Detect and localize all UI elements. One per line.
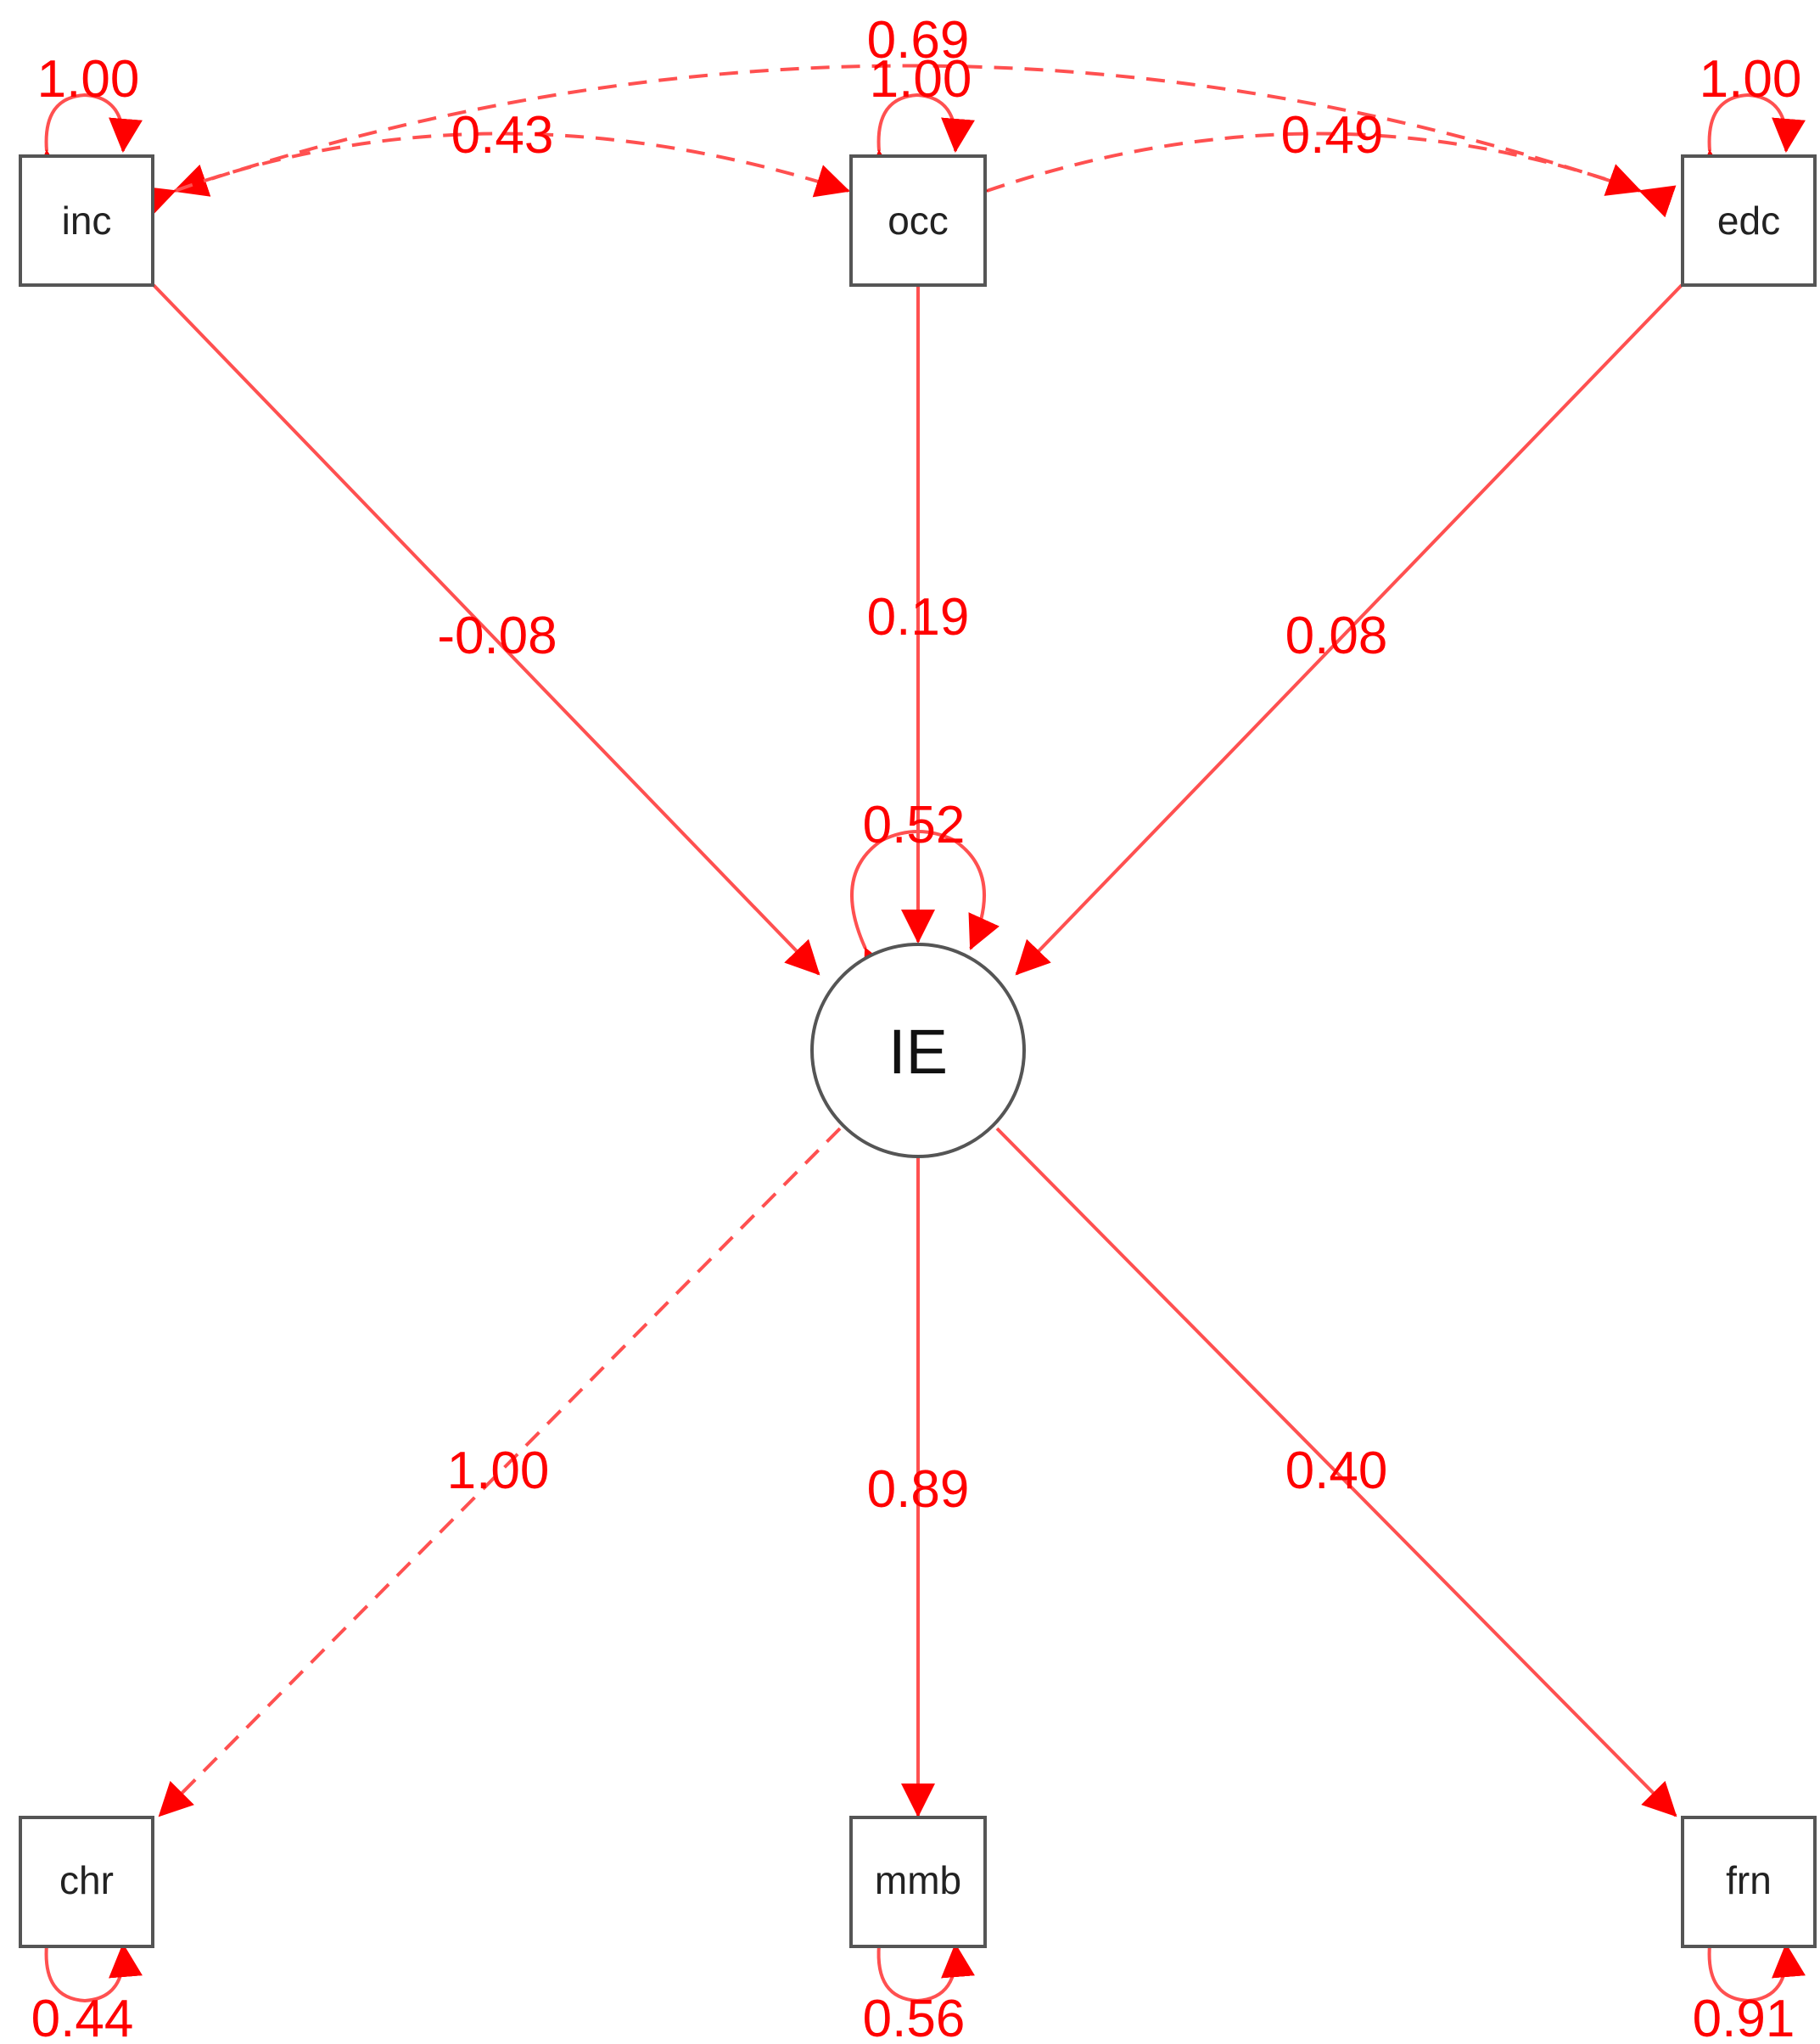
node-label-chr: chr [59,1858,114,1902]
nodes-layer: inc occ edc IE chr mmb frn [19,154,1817,1948]
variance-loop-frn [1695,1911,1806,2003]
node-IE[interactable]: IE [810,943,1026,1158]
node-label-mmb: mmb [875,1858,961,1902]
variance-loop-IE [850,830,1000,985]
node-label-occ: occ [888,199,949,243]
edge-inc-edc [173,64,1677,218]
variance-loop-edc [1695,92,1806,185]
variance-label-edc: 1.00 [1700,50,1802,109]
node-edc[interactable]: edc [1681,154,1817,287]
edge-label-edc-IE: 0.08 [1285,607,1388,665]
node-label-edc: edc [1717,199,1780,243]
edges-layer [32,64,1806,2003]
variance-label-mmb: 0.56 [863,1990,966,2044]
variance-label-IE: 0.52 [863,796,966,854]
edge-occ-edc [950,132,1642,218]
labels-layer: 0.69 0.43 0.49 1.00 1.00 1.00 -0.08 0.19… [31,11,1802,2044]
node-inc[interactable]: inc [19,154,154,287]
edge-label-IE-chr: 1.00 [447,1442,550,1500]
edge-inc-occ [138,132,850,218]
edge-label-inc-occ: 0.43 [451,106,554,165]
edge-label-inc-edc: 0.69 [867,11,970,70]
edge-inc-IE [152,283,820,976]
edge-label-inc-IE: -0.08 [437,607,557,665]
variance-label-inc: 1.00 [37,50,140,109]
node-mmb[interactable]: mmb [849,1816,987,1948]
edge-IE-frn [995,1127,1677,1817]
node-label-IE: IE [888,1016,948,1087]
edge-label-occ-IE: 0.19 [867,588,970,647]
variance-loop-occ [865,92,975,185]
edge-IE-chr [158,1127,842,1817]
variance-label-frn: 0.91 [1693,1990,1795,2044]
edge-label-IE-frn: 0.40 [1285,1442,1388,1500]
edge-label-IE-mmb: 0.89 [867,1460,970,1519]
variance-loop-mmb [865,1911,975,2003]
node-label-inc: inc [62,199,112,243]
variance-label-occ: 1.00 [870,50,972,109]
edge-edc-IE [1015,283,1683,976]
variance-label-chr: 0.44 [31,1990,134,2044]
node-occ[interactable]: occ [849,154,987,287]
node-frn[interactable]: frn [1681,1816,1817,1948]
node-label-frn: frn [1726,1858,1772,1902]
variance-loop-chr [32,1911,143,2003]
node-chr[interactable]: chr [19,1816,154,1948]
variance-loop-inc [32,92,143,185]
edge-label-occ-edc: 0.49 [1281,106,1384,165]
